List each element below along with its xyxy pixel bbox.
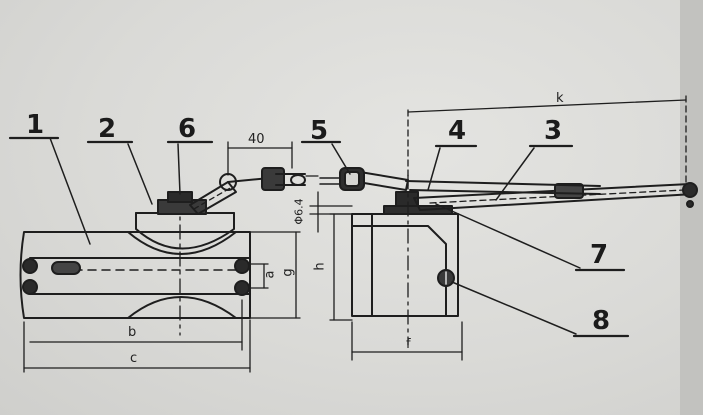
callout-3: 3 bbox=[544, 116, 563, 146]
dim-c: c bbox=[130, 351, 138, 366]
callout-6: 6 bbox=[178, 114, 197, 144]
dim-h: h bbox=[312, 262, 328, 271]
dim-40: 40 bbox=[248, 132, 265, 147]
dim-b: b bbox=[128, 325, 137, 340]
dim-a: a bbox=[262, 270, 278, 279]
callout-2: 2 bbox=[98, 114, 117, 144]
closer-body bbox=[19, 231, 251, 319]
callout-5: 5 bbox=[310, 116, 329, 146]
dim-g: g bbox=[280, 268, 296, 277]
side-view bbox=[305, 95, 698, 361]
front-view bbox=[19, 141, 306, 373]
cover-dome bbox=[135, 212, 235, 250]
callout-1: 1 bbox=[26, 110, 45, 140]
side-body bbox=[351, 213, 459, 317]
callout-7: 7 bbox=[590, 240, 609, 270]
callout-leaders bbox=[8, 136, 630, 338]
callout-8: 8 bbox=[592, 306, 611, 336]
dim-f: f bbox=[406, 337, 411, 352]
callout-4: 4 bbox=[448, 116, 467, 146]
dim-k: k bbox=[556, 91, 564, 106]
dim-phi-6-4: Φ6.4 bbox=[292, 198, 306, 225]
